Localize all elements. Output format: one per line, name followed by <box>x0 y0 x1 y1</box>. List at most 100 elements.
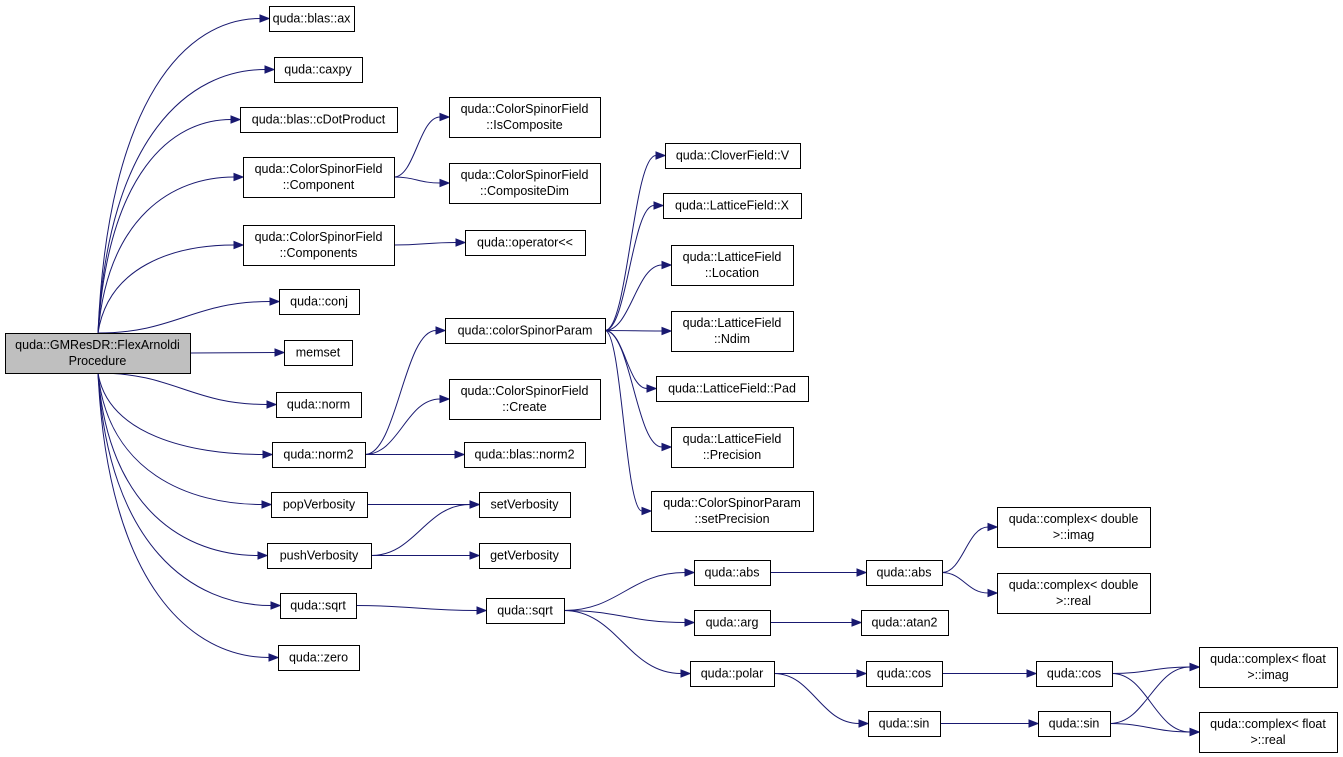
node-label: ::Location <box>705 266 759 280</box>
node-pushverb[interactable]: pushVerbosity <box>267 543 372 569</box>
node-label: quda::blas::cDotProduct <box>252 113 386 127</box>
edge-line <box>97 69 266 334</box>
edge-arrowhead <box>259 14 271 23</box>
node-box <box>449 379 601 420</box>
node-polar[interactable]: quda::polar <box>690 661 775 687</box>
node-label: quda::cos <box>877 667 931 681</box>
node-cdreal[interactable]: quda::complex< double>::real <box>997 573 1151 614</box>
node-label: quda::LatticeField <box>683 432 782 446</box>
node-csparam[interactable]: quda::colorSpinorParam <box>445 318 606 344</box>
edge-arrowhead <box>439 178 451 188</box>
node-label: ::CompositeDim <box>480 184 569 198</box>
node-abs1[interactable]: quda::abs <box>694 560 771 586</box>
edge-layer <box>97 14 1201 737</box>
edge-arrowhead <box>1026 669 1038 678</box>
node-box <box>866 661 943 687</box>
edge-arrowhead <box>661 442 673 452</box>
node-setprec[interactable]: quda::ColorSpinorParam::setPrecision <box>651 491 814 532</box>
node-label: quda::conj <box>290 295 348 309</box>
node-label: quda::atan2 <box>871 616 937 630</box>
edge-line <box>97 372 272 606</box>
node-caxpy[interactable]: quda::caxpy <box>274 57 363 83</box>
edge-line <box>1111 666 1191 674</box>
node-sin2[interactable]: quda::sin <box>1038 711 1111 737</box>
node-conj[interactable]: quda::conj <box>279 289 360 315</box>
edge-line <box>97 372 263 505</box>
node-box <box>479 543 571 569</box>
node-cfimag[interactable]: quda::complex< float>::imag <box>1199 647 1338 688</box>
node-cos1[interactable]: quda::cos <box>866 661 943 687</box>
node-label: ::IsComposite <box>486 118 562 132</box>
node-label: quda::ColorSpinorParam <box>663 496 801 510</box>
edge-line <box>563 610 682 674</box>
node-cos2[interactable]: quda::cos <box>1036 661 1113 687</box>
edge-arrowhead <box>269 297 281 306</box>
node-cloverv[interactable]: quda::CloverField::V <box>665 143 801 169</box>
node-box <box>465 230 586 256</box>
edge-sqrt2-abs1 <box>563 568 696 611</box>
edge-arrowhead <box>435 326 447 335</box>
node-box <box>449 97 601 138</box>
node-component[interactable]: quda::ColorSpinorField::Component <box>243 157 395 198</box>
node-label: quda::abs <box>877 566 932 580</box>
node-label: quda::norm <box>287 398 350 412</box>
edge-arrowhead <box>264 65 276 74</box>
node-label: quda::ColorSpinorField <box>255 230 383 244</box>
node-cfreal[interactable]: quda::complex< float>::real <box>1199 712 1338 753</box>
node-getverb[interactable]: getVerbosity <box>479 543 571 569</box>
node-setverb[interactable]: setVerbosity <box>479 492 571 518</box>
edge-arrowhead <box>661 326 673 336</box>
edge-sqrt2-polar <box>563 610 692 678</box>
node-compositedim[interactable]: quda::ColorSpinorField::CompositeDim <box>449 163 601 204</box>
node-box <box>278 645 360 671</box>
node-latx[interactable]: quda::LatticeField::X <box>663 193 802 219</box>
node-precision[interactable]: quda::LatticeField::Precision <box>671 427 794 468</box>
node-norm2[interactable]: quda::norm2 <box>272 442 366 468</box>
node-label: quda::blas::norm2 <box>474 448 574 462</box>
node-cdot[interactable]: quda::blas::cDotProduct <box>240 107 398 133</box>
node-oplt[interactable]: quda::operator<< <box>465 230 586 256</box>
node-zero[interactable]: quda::zero <box>278 645 360 671</box>
edge-line <box>97 176 235 334</box>
node-box <box>665 143 801 169</box>
edge-line <box>941 572 989 594</box>
edge-norm2-create <box>364 394 451 455</box>
node-box <box>1199 647 1338 688</box>
edge-line <box>189 352 276 354</box>
node-cdimag[interactable]: quda::complex< double>::imag <box>997 507 1151 548</box>
node-arg[interactable]: quda::arg <box>694 610 771 636</box>
node-popverb[interactable]: popVerbosity <box>271 492 368 518</box>
edge-csparam-setprec <box>604 330 653 516</box>
node-box <box>479 492 571 518</box>
edge-csparam-ndim <box>604 326 673 336</box>
edge-root-norm <box>97 372 278 409</box>
node-label: quda::complex< double <box>1009 578 1139 592</box>
node-label: ::Precision <box>703 448 761 462</box>
node-location[interactable]: quda::LatticeField::Location <box>671 245 794 286</box>
edge-polar-cos1 <box>773 669 868 678</box>
node-create[interactable]: quda::ColorSpinorField::Create <box>449 379 601 420</box>
edge-line <box>563 572 686 611</box>
node-norm[interactable]: quda::norm <box>276 392 362 418</box>
node-components[interactable]: quda::ColorSpinorField::Components <box>243 225 395 266</box>
node-ndim[interactable]: quda::LatticeField::Ndim <box>671 311 794 352</box>
node-sqrt1[interactable]: quda::sqrt <box>280 593 357 619</box>
node-ax[interactable]: quda::blas::ax <box>269 6 355 32</box>
edge-line <box>97 372 264 455</box>
edge-arrowhead <box>261 500 273 509</box>
node-abs2[interactable]: quda::abs <box>866 560 943 586</box>
node-memset[interactable]: memset <box>284 340 353 366</box>
node-sin1[interactable]: quda::sin <box>868 711 941 737</box>
edge-csparam-precision <box>604 330 673 452</box>
edge-arrowhead <box>653 201 665 210</box>
node-label: pushVerbosity <box>280 549 359 563</box>
node-sqrt2[interactable]: quda::sqrt <box>486 598 565 624</box>
node-pad[interactable]: quda::LatticeField::Pad <box>656 376 809 402</box>
node-iscomposite[interactable]: quda::ColorSpinorField::IsComposite <box>449 97 601 138</box>
node-atan2[interactable]: quda::atan2 <box>861 610 949 636</box>
node-blasnorm2[interactable]: quda::blas::norm2 <box>464 442 586 468</box>
node-label: ::Component <box>283 178 355 192</box>
node-box <box>671 427 794 468</box>
node-label: >::imag <box>1247 668 1288 682</box>
